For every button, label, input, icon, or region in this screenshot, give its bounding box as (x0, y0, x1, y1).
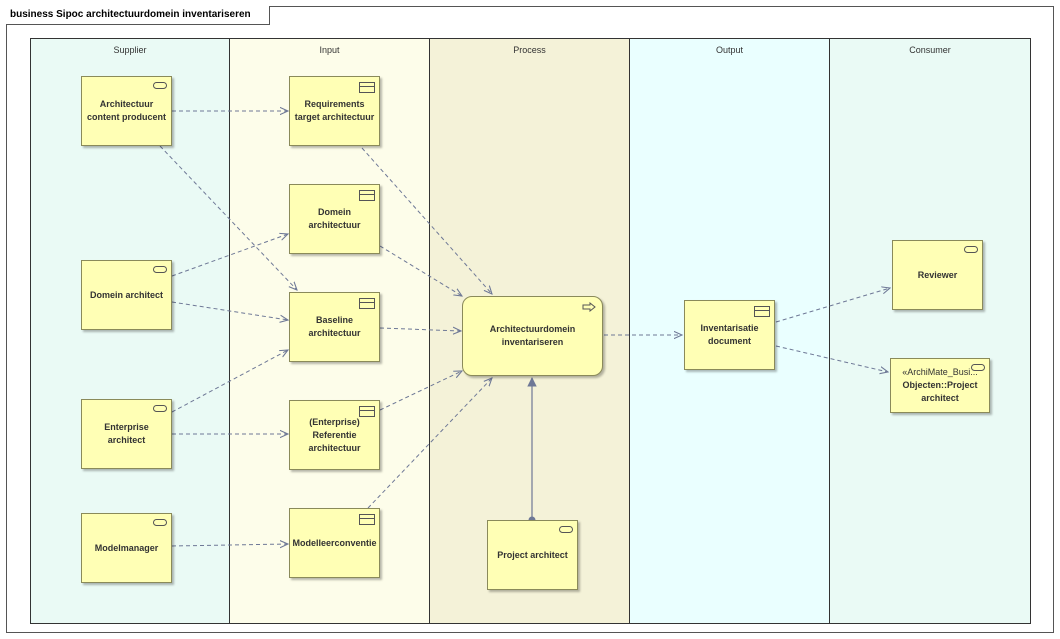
node-label: Modelmanager (94, 542, 159, 553)
edge-domein-architect-to-domein-architectuur (171, 234, 288, 277)
business-process-icon (582, 302, 596, 312)
node-enterprise-architect[interactable]: Enterprise architect (81, 399, 172, 469)
lane-title-output: Output (715, 45, 744, 55)
node-architectuur-content-producent[interactable]: Architectuur content producent (81, 76, 172, 146)
node-reviewer[interactable]: Reviewer (892, 240, 983, 310)
node-project-architect-consumer[interactable]: «ArchiMate_Busi... Objecten::Project arc… (890, 358, 990, 413)
node-label: Modelleerconventie (292, 537, 377, 548)
edge-inventarisatie-to-reviewer (775, 288, 890, 323)
business-actor-icon (153, 519, 167, 526)
business-object-icon (359, 514, 375, 525)
lane-title-process: Process (513, 45, 546, 55)
node-label: Baseline architectuur (308, 315, 361, 338)
business-object-icon (754, 306, 770, 317)
node-modelmanager[interactable]: Modelmanager (81, 513, 172, 583)
edge-content-producent-to-baseline (159, 145, 297, 290)
node-label: Inventarisatie document (700, 323, 759, 346)
node-stereotype: «ArchiMate_Busi... (902, 367, 978, 377)
business-actor-icon (971, 364, 985, 371)
node-label: Project architect (497, 549, 568, 560)
business-actor-icon (559, 526, 573, 533)
business-object-icon (359, 82, 375, 93)
node-label: Objecten::Project architect (902, 380, 978, 403)
business-object-icon (359, 406, 375, 417)
lane-title-consumer: Consumer (909, 45, 951, 55)
node-label: Requirements target architectuur (294, 99, 375, 122)
business-actor-icon (153, 82, 167, 89)
node-label: Enterprise architect (104, 422, 149, 445)
business-object-icon (359, 298, 375, 309)
node-requirements-target-architectuur[interactable]: Requirements target architectuur (289, 76, 380, 146)
business-actor-icon (153, 405, 167, 412)
diagram-title: business Sipoc architectuurdomein invent… (6, 6, 270, 25)
edge-inventarisatie-to-project-architect (775, 345, 888, 372)
diagram-frame (6, 6, 1054, 633)
edge-modelleerconventie-to-process (367, 378, 492, 509)
node-enterprise-referentie-architectuur[interactable]: (Enterprise) Referentie architectuur (289, 400, 380, 470)
edge-modelmanager-to-modelleerconventie (171, 544, 288, 546)
node-label: Reviewer (917, 269, 958, 280)
lane-consumer: Consumer (829, 38, 1031, 624)
node-inventarisatie-document[interactable]: Inventarisatie document (684, 300, 775, 370)
lane-title-supplier: Supplier (113, 45, 147, 55)
node-architectuurdomein-inventariseren[interactable]: Architectuurdomein inventariseren (462, 296, 603, 376)
edge-enterprise-architect-to-baseline (171, 350, 288, 413)
edge-baseline-to-process (379, 328, 461, 331)
edge-domein-architect-to-baseline (171, 301, 288, 320)
node-label: Domein architectuur (308, 207, 361, 230)
edge-requirements-to-process (361, 147, 492, 294)
node-label: (Enterprise) Referentie architectuur (308, 416, 361, 453)
lane-title-input: Input (319, 45, 340, 55)
business-actor-icon (964, 246, 978, 253)
node-domein-architect[interactable]: Domein architect (81, 260, 172, 330)
edge-domein-architectuur-to-process (379, 245, 462, 296)
node-label: Domein architect (89, 289, 164, 300)
node-project-architect-process[interactable]: Project architect (487, 520, 578, 590)
node-label: Architectuur content producent (87, 99, 166, 122)
edge-referentie-to-process (379, 371, 462, 411)
business-object-icon (359, 190, 375, 201)
business-actor-icon (153, 266, 167, 273)
node-domein-architectuur[interactable]: Domein architectuur (289, 184, 380, 254)
node-modelleerconventie[interactable]: Modelleerconventie (289, 508, 380, 578)
node-baseline-architectuur[interactable]: Baseline architectuur (289, 292, 380, 362)
edge-project-architect-to-process (527, 377, 537, 524)
node-label: Architectuurdomein inventariseren (489, 324, 576, 347)
